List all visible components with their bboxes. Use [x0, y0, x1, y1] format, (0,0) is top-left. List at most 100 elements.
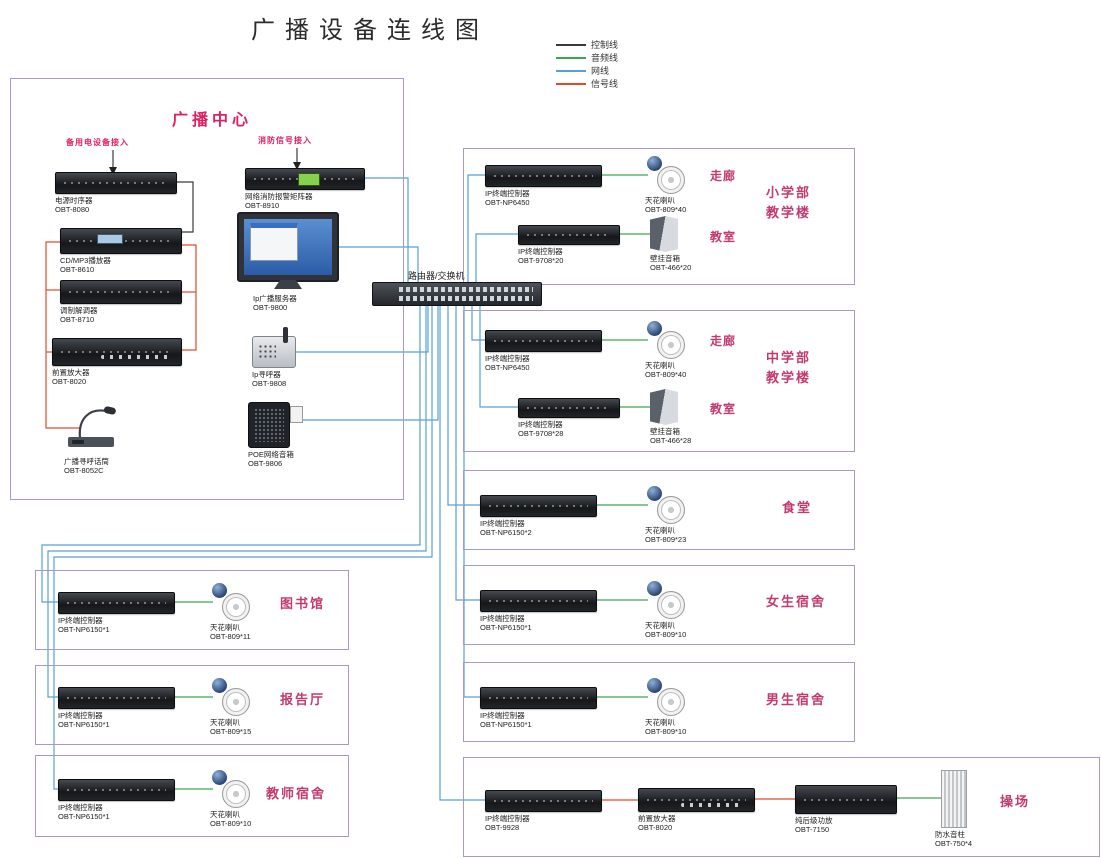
speaker-ball: [647, 321, 662, 336]
ceiling-speaker-icon: [645, 486, 687, 524]
backup-power-annotation: 备用电设备接入: [66, 138, 129, 147]
controller-label: IP终端控制器 OBT-NP6150*1: [58, 616, 175, 635]
power-sequencer: 电源时序器 OBT-8080: [55, 172, 177, 215]
speaker-disc: [222, 780, 250, 808]
speaker-label: 壁挂音箱 OBT-466*28: [650, 427, 691, 446]
zone-box-girls-dorm: [463, 565, 855, 645]
network-line-swatch: [556, 69, 586, 72]
paging-microphone: 广播寻呼话筒 OBT-8052C: [64, 398, 126, 476]
preamp-label: 前置放大器 OBT-8020: [638, 814, 755, 833]
device-model: OBT-809*10: [210, 819, 252, 829]
preamplifier: 前置放大器 OBT-8020: [52, 338, 182, 387]
speaker-label: 天花喇叭 OBT-809*15: [210, 718, 252, 737]
audio-line-swatch: [556, 56, 586, 59]
controller-canteen: IP终端控制器 OBT-NP6150*2: [480, 495, 597, 538]
router-switch: [372, 282, 542, 306]
ip-controller-icon: [518, 398, 620, 418]
device-model: OBT-8020: [638, 823, 673, 833]
device-model: OBT-NP6150*1: [58, 720, 110, 730]
switch-label: 路由器/交换机: [408, 271, 465, 281]
speaker-disc: [222, 688, 250, 716]
legend-signal-line: 信号线: [556, 77, 618, 90]
column-speaker-icon: [941, 770, 967, 828]
device-model: OBT-NP6150*2: [480, 528, 532, 538]
zone-name-line: 教学楼: [766, 370, 812, 386]
speaker-lecture-hall: 天花喇叭 OBT-809*15: [210, 678, 252, 737]
room-label-corridor: 走廊: [710, 334, 737, 348]
speaker-library: 天花喇叭 OBT-809*11: [210, 583, 252, 642]
speaker-ball: [647, 581, 662, 596]
server-monitor-stand: [274, 280, 302, 289]
speaker-disc: [657, 166, 685, 194]
ip-pager: Ip寻呼器 OBT-9808: [252, 327, 296, 389]
power-amp-label: 纯后级功放 OBT-7150: [795, 816, 897, 835]
device-model: OBT-8052C: [64, 466, 104, 476]
speaker-ball: [212, 583, 227, 598]
device-model: OBT-NP6150*1: [480, 623, 532, 633]
controller-library: IP终端控制器 OBT-NP6150*1: [58, 592, 175, 635]
device-model: OBT-8020: [52, 377, 87, 387]
device-name: IP终端控制器: [485, 189, 530, 198]
controller-middle-corridor: IP终端控制器 OBT-NP6450: [485, 330, 602, 373]
zone-label-teachers-dorm: 教师宿舍: [266, 786, 327, 801]
device-name: CD/MP3播放器: [60, 256, 111, 265]
device-name: 前置放大器: [638, 814, 676, 823]
device-model: OBT-809*40: [645, 370, 687, 380]
controller-label: IP终端控制器 OBT-NP6450: [485, 354, 602, 373]
speaker-primary-corridor: 天花喇叭 OBT-809*40: [645, 156, 687, 215]
speaker-disc: [657, 688, 685, 716]
device-model: OBT-809*15: [210, 727, 252, 737]
speaker-label: 天花喇叭 OBT-809*40: [645, 361, 687, 380]
speaker-label: 天花喇叭 OBT-809*10: [645, 621, 687, 640]
zone-name-line: 教学楼: [766, 205, 812, 221]
speaker-ball: [647, 678, 662, 693]
controller-lecture-hall: IP终端控制器 OBT-NP6150*1: [58, 687, 175, 730]
zone-label-library: 图书馆: [280, 596, 326, 611]
device-name: IP终端控制器: [58, 616, 103, 625]
paging-mic-label: 广播寻呼话筒 OBT-8052C: [64, 457, 126, 476]
device-model: OBT-750*4: [935, 839, 973, 849]
zone-box-playground: [463, 757, 1100, 857]
poe-speaker-label: POE网络音箱 OBT-9806: [248, 450, 294, 469]
device-model: OBT-7150: [795, 825, 830, 835]
ceiling-speaker-icon: [210, 678, 252, 716]
modem: 调制解调器 OBT-8710: [60, 280, 182, 325]
speaker-ball: [647, 486, 662, 501]
poe-network-speaker: POE网络音箱 OBT-9806: [248, 402, 303, 469]
controller-primary-classroom: IP终端控制器 OBT-9708*20: [518, 225, 620, 266]
device-name: 网络消防报警矩阵器: [245, 192, 313, 201]
controller-label: IP终端控制器 OBT-NP6150*1: [58, 711, 175, 730]
ceiling-speaker-icon: [645, 581, 687, 619]
device-name: POE网络音箱: [248, 450, 294, 459]
room-label-corridor: 走廊: [710, 169, 737, 183]
device-name: 天花喇叭: [645, 196, 675, 205]
device-model: OBT-8080: [55, 205, 90, 215]
ceiling-speaker-icon: [645, 678, 687, 716]
zone-box-lecture-hall: [35, 665, 349, 745]
speaker-canteen: 天花喇叭 OBT-809*23: [645, 486, 687, 545]
zone-box-boys-dorm: [463, 662, 855, 742]
device-model: OBT-9806: [248, 459, 283, 469]
ip-pager-label: Ip寻呼器 OBT-9808: [252, 370, 296, 389]
device-name: IP终端控制器: [480, 519, 525, 528]
device-name: 天花喇叭: [210, 810, 240, 819]
speaker-middle-classroom: 壁挂音箱 OBT-466*28: [650, 389, 691, 446]
controller-primary-corridor: IP终端控制器 OBT-NP6450: [485, 165, 602, 208]
zone-label-girls-dorm: 女生宿舍: [766, 594, 827, 609]
zone-label-playground: 操场: [1000, 794, 1031, 809]
controller-label: IP终端控制器 OBT-9708*20: [518, 247, 620, 266]
column-speaker-label: 防水音柱 OBT-750*4: [935, 830, 972, 849]
ip-controller-icon: [58, 779, 175, 801]
device-name: 天花喇叭: [645, 361, 675, 370]
legend-label: 信号线: [591, 79, 619, 89]
device-name: 广播寻呼话筒: [64, 457, 109, 466]
controller-girls-dorm: IP终端控制器 OBT-NP6150*1: [480, 590, 597, 633]
ip-controller-icon: [485, 330, 602, 352]
device-model: OBT-809*10: [645, 727, 687, 737]
device-name: IP终端控制器: [518, 420, 563, 429]
server-monitor-icon: [237, 212, 339, 289]
device-name: 壁挂音箱: [650, 427, 680, 436]
zone-name-line: 小学部: [766, 185, 812, 200]
device-model: OBT-8710: [60, 315, 95, 325]
ceiling-speaker-icon: [210, 583, 252, 621]
